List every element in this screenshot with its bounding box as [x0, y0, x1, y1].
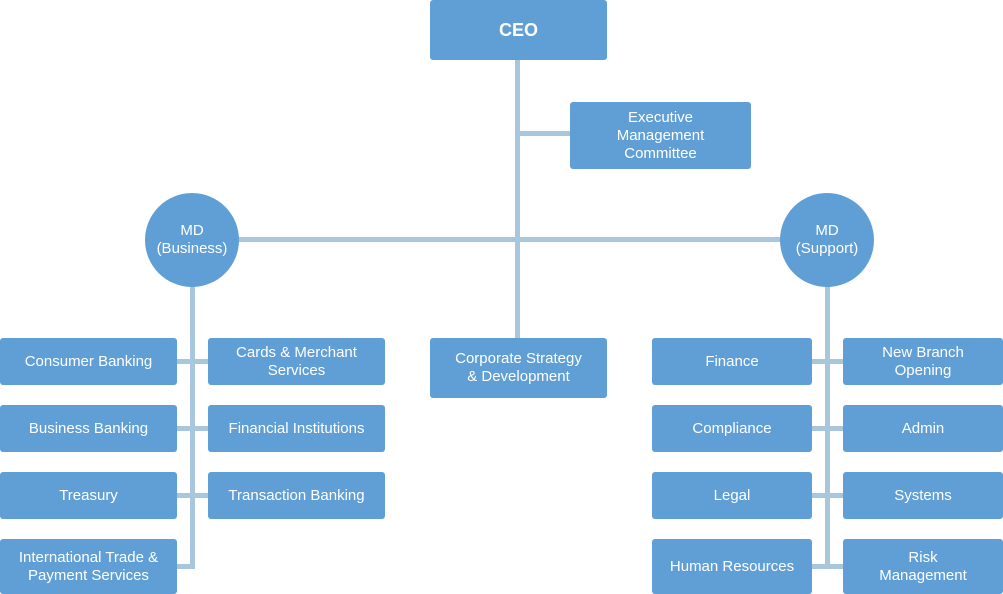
unit-new-branch-opening[interactable]: New Branch Opening	[843, 338, 1003, 385]
connector-ceo-trunk	[515, 58, 520, 340]
connector-business-row-1	[175, 359, 210, 364]
unit-international-trade[interactable]: International Trade & Payment Services	[0, 539, 177, 594]
unit-financial-institutions[interactable]: Financial Institutions	[208, 405, 385, 452]
md-support-node[interactable]: MD (Support)	[780, 193, 874, 287]
unit-finance[interactable]: Finance	[652, 338, 812, 385]
connector-business-row-4	[175, 564, 195, 569]
md-business-node[interactable]: MD (Business)	[145, 193, 239, 287]
unit-admin[interactable]: Admin	[843, 405, 1003, 452]
unit-cards-merchant[interactable]: Cards & Merchant Services	[208, 338, 385, 385]
unit-legal[interactable]: Legal	[652, 472, 812, 519]
connector-support-row-2	[810, 426, 845, 431]
unit-transaction-banking[interactable]: Transaction Banking	[208, 472, 385, 519]
corporate-strategy-node[interactable]: Corporate Strategy & Development	[430, 338, 607, 398]
unit-treasury[interactable]: Treasury	[0, 472, 177, 519]
executive-committee-node[interactable]: Executive Management Committee	[570, 102, 751, 169]
connector-support-row-3	[810, 493, 845, 498]
unit-consumer-banking[interactable]: Consumer Banking	[0, 338, 177, 385]
connector-committee	[518, 131, 572, 136]
connector-business-row-3	[175, 493, 210, 498]
unit-systems[interactable]: Systems	[843, 472, 1003, 519]
unit-risk-management[interactable]: Risk Management	[843, 539, 1003, 594]
ceo-node[interactable]: CEO	[430, 0, 607, 60]
connector-support-row-1	[810, 359, 845, 364]
connector-support-row-4	[810, 564, 845, 569]
unit-compliance[interactable]: Compliance	[652, 405, 812, 452]
connector-md-horizontal	[236, 237, 782, 242]
unit-business-banking[interactable]: Business Banking	[0, 405, 177, 452]
connector-business-row-2	[175, 426, 210, 431]
unit-human-resources[interactable]: Human Resources	[652, 539, 812, 594]
